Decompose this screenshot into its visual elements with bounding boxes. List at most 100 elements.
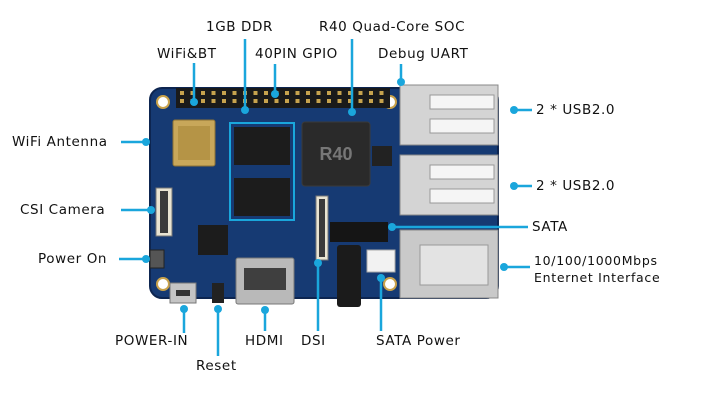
- label-usb-top: 2 * USB2.0: [536, 102, 616, 118]
- callout-dot-icon: [348, 108, 356, 116]
- label-csi-camera: CSI Camera: [20, 202, 106, 218]
- gpio-pin: [190, 91, 195, 95]
- callout-dot-icon: [388, 223, 396, 231]
- label-reset: Reset: [196, 358, 237, 374]
- gpio-pin: [358, 99, 363, 103]
- label-wifi-antenna: WiFi Antenna: [12, 134, 108, 150]
- hdmi-opening: [244, 268, 286, 290]
- callout-dot-icon: [147, 206, 155, 214]
- gpio-pin: [327, 91, 331, 95]
- gpio-pin: [253, 91, 258, 95]
- callout-dot-icon: [510, 182, 518, 190]
- gpio-pin: [369, 91, 373, 95]
- callout-dot-icon: [142, 255, 150, 263]
- label-hdmi: HDMI: [245, 333, 284, 349]
- callout-dot-icon: [500, 263, 508, 271]
- gpio-header: [176, 88, 390, 108]
- usb-slot: [429, 94, 495, 110]
- label-sata: SATA: [532, 219, 568, 235]
- callout-dot-icon: [241, 106, 249, 114]
- sata-power-connector: [366, 249, 396, 273]
- callout-dot-icon: [214, 305, 222, 313]
- gpio-pin: [348, 91, 352, 95]
- pmu-chip: [198, 225, 228, 255]
- gpio-pin: [295, 99, 300, 103]
- ddr-highlight: [229, 122, 295, 221]
- csi-slot: [160, 191, 168, 233]
- usb-slot: [429, 164, 495, 180]
- mount-hole: [383, 277, 397, 291]
- small-chip: [372, 146, 392, 166]
- gpio-pin: [348, 99, 352, 103]
- gpio-pin: [232, 99, 237, 103]
- callout-dot-icon: [510, 106, 518, 114]
- gpio-pin: [285, 91, 289, 95]
- label-soc: R40 Quad-Core SOC: [319, 19, 466, 35]
- gpio-pin: [337, 99, 342, 103]
- label-power-in: POWER-IN: [115, 333, 189, 349]
- soc-chip-text: R40: [319, 144, 352, 164]
- gpio-pin: [180, 91, 184, 95]
- label-ddr: 1GB DDR: [206, 19, 273, 35]
- gpio-pin: [264, 99, 268, 103]
- callout-dot-icon: [377, 274, 385, 282]
- gpio-pin: [264, 91, 268, 95]
- gpio-pin: [306, 99, 310, 103]
- reset-button: [212, 283, 224, 303]
- gpio-pin: [201, 91, 205, 95]
- callout-dot-icon: [271, 90, 279, 98]
- label-dsi: DSI: [301, 333, 326, 349]
- label-usb-bottom: 2 * USB2.0: [536, 178, 616, 194]
- gpio-pin: [369, 99, 373, 103]
- power-in-opening: [176, 290, 190, 296]
- usb-slot: [429, 188, 495, 204]
- ethernet-opening: [419, 244, 489, 286]
- wifi-bt-shield: [178, 126, 210, 160]
- leader-lines: [119, 39, 532, 356]
- gpio-pin: [379, 99, 384, 103]
- gpio-pin: [337, 91, 342, 95]
- sata-connector: [330, 222, 388, 242]
- gpio-pin: [327, 99, 331, 103]
- gpio-pin: [358, 91, 363, 95]
- gpio-pin: [379, 91, 384, 95]
- label-ethernet-line1: 10/100/1000Mbps: [534, 253, 658, 268]
- gpio-pin: [180, 99, 184, 103]
- label-sata-power: SATA Power: [376, 333, 461, 349]
- usb-port-bottom: [399, 154, 499, 216]
- callout-dot-icon: [142, 138, 150, 146]
- callout-dot-icon: [190, 98, 198, 106]
- gpio-pin: [274, 99, 279, 103]
- callout-dot-icon: [314, 259, 322, 267]
- gpio-pin: [222, 91, 226, 95]
- audio-jack: [337, 245, 361, 307]
- usb-port-top: [399, 84, 499, 146]
- label-ethernet-line2: Enternet Interface: [534, 270, 661, 285]
- gpio-pin: [295, 91, 300, 95]
- gpio-pin: [201, 99, 205, 103]
- usb-slot: [429, 118, 495, 134]
- gpio-pin: [316, 91, 321, 95]
- label-power-on: Power On: [38, 251, 108, 267]
- gpio-pin: [316, 99, 321, 103]
- soc-chip: [301, 121, 371, 187]
- label-gpio: 40PIN GPIO: [255, 46, 338, 62]
- gpio-pin: [306, 91, 310, 95]
- gpio-pin: [222, 99, 226, 103]
- gpio-pin: [211, 99, 216, 103]
- dsi-slot: [319, 199, 325, 257]
- power-on-button: [149, 249, 165, 269]
- gpio-pin: [285, 99, 289, 103]
- label-debug-uart: Debug UART: [378, 46, 469, 62]
- label-wifi-bt: WiFi&BT: [157, 46, 217, 62]
- gpio-housing: [176, 88, 390, 108]
- callout-dot-icon: [261, 306, 269, 314]
- callout-dots: [142, 78, 518, 314]
- mount-hole: [156, 95, 170, 109]
- gpio-pin: [211, 91, 216, 95]
- gpio-pin: [232, 91, 237, 95]
- ddr-chip: [234, 127, 290, 165]
- ddr-chip: [234, 178, 290, 216]
